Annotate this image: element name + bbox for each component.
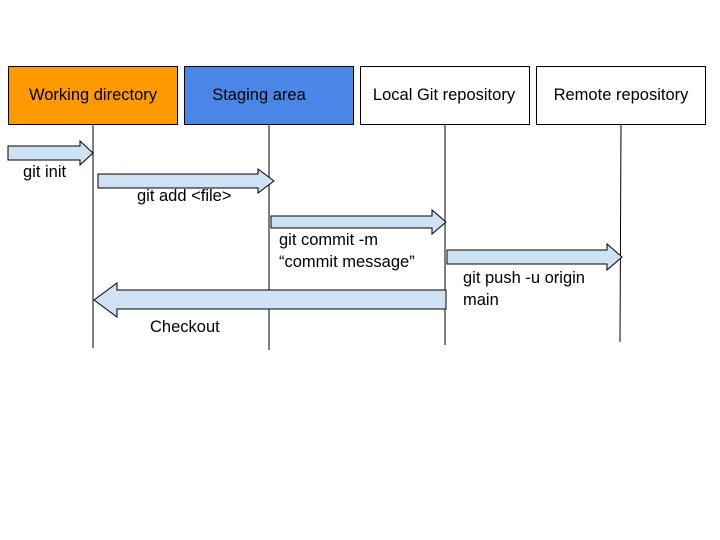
working-directory-box: Working directory (8, 66, 178, 125)
git-push-label: git push -u origin main (463, 267, 585, 311)
checkout-text: Checkout (150, 318, 220, 336)
lifeline-remote-repository (619, 124, 622, 343)
git-init-text: git init (23, 163, 67, 181)
staging-area-label: Staging area (212, 86, 306, 104)
staging-area-box: Staging area (184, 66, 354, 125)
checkout-label: Checkout (150, 316, 220, 338)
arrow-git-commit (270, 208, 447, 236)
remote-repository-box: Remote repository (536, 66, 706, 125)
git-push-text-line1: git push -u origin (463, 269, 585, 287)
arrow-git-push (446, 242, 623, 272)
working-directory-label: Working directory (28, 86, 158, 104)
git-commit-label: git commit -m “commit message” (279, 229, 415, 273)
local-repository-label: Local Git repository (372, 86, 516, 104)
git-commit-text-line2: “commit message” (279, 253, 415, 271)
remote-repository-label: Remote repository (553, 86, 689, 104)
local-repository-box: Local Git repository (360, 66, 530, 125)
git-add-text: git add <file> (137, 187, 232, 205)
git-init-label: git init (23, 161, 66, 183)
git-commit-text-line1: git commit -m (279, 231, 378, 249)
arrow-git-add (97, 168, 275, 194)
arrow-checkout (93, 282, 447, 318)
git-push-text-line2: main (463, 291, 499, 309)
git-add-label: git add <file> (137, 185, 232, 207)
arrow-git-init (7, 139, 94, 167)
